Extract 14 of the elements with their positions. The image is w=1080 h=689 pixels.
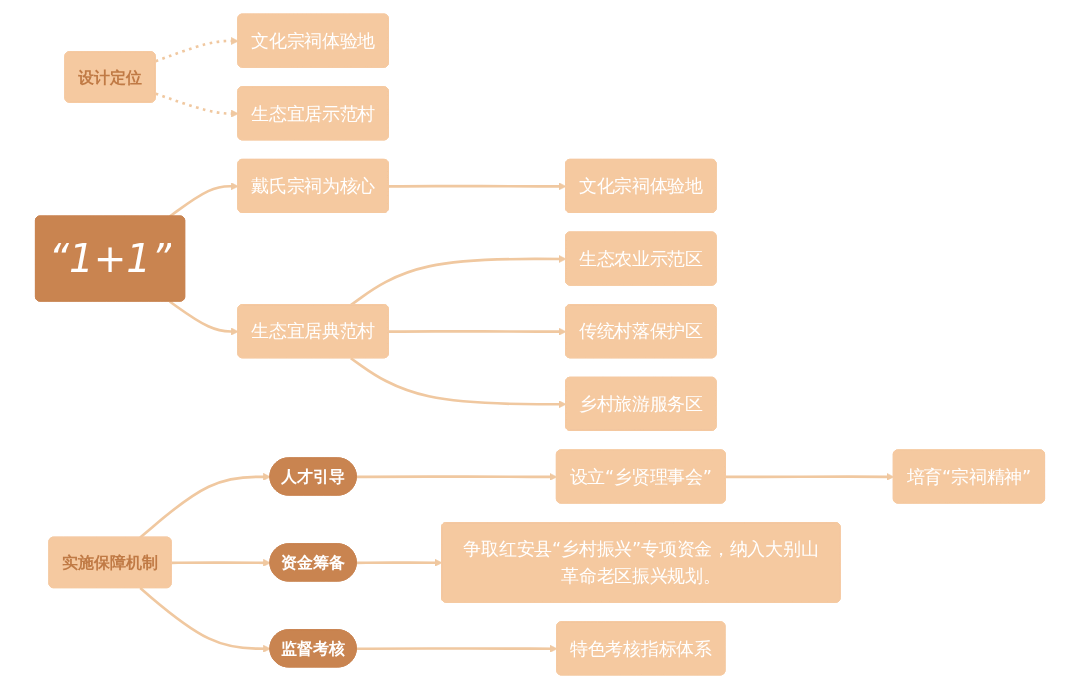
arrow bbox=[155, 37, 239, 63]
arrow bbox=[139, 587, 271, 653]
arrow bbox=[168, 300, 239, 336]
arrow bbox=[155, 92, 239, 118]
arrow bbox=[171, 558, 271, 567]
arrow bbox=[388, 327, 567, 336]
arrow bbox=[168, 182, 239, 218]
arrow bbox=[356, 558, 443, 567]
arrow bbox=[388, 182, 567, 191]
arrow bbox=[356, 644, 558, 653]
arrow bbox=[356, 473, 558, 481]
arrow bbox=[350, 357, 567, 409]
arrow bbox=[139, 473, 271, 539]
arrow bbox=[725, 472, 895, 481]
